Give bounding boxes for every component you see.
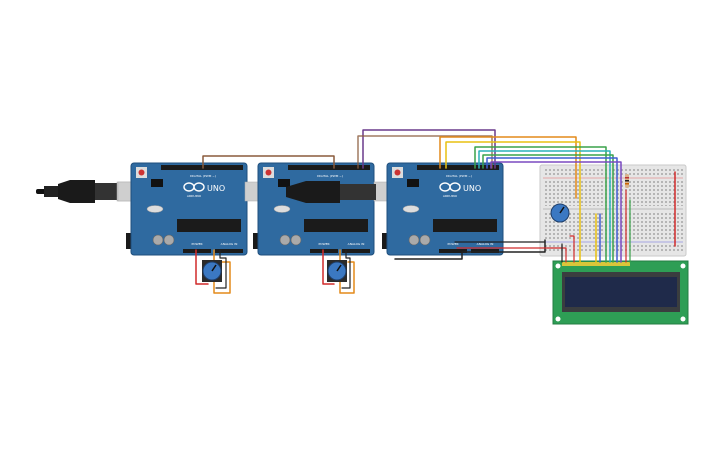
pot-indicator [336,264,342,272]
usb-plug [286,181,340,203]
wire-yellow-lcd [445,141,581,263]
wire-brown-b1-b2 [202,155,335,169]
capacitor [152,234,164,246]
crystal [146,205,164,213]
usb-cable-icon[interactable] [286,181,376,203]
digital-header [417,165,499,170]
reset-button-cap [138,169,145,176]
analog-header [342,249,370,253]
capacitor [290,234,302,246]
wire-green-lcd-2 [482,154,614,263]
capacitor [279,234,291,246]
wire-blue-lcd [486,157,618,263]
usb-cable [340,184,376,200]
crystal [402,205,420,213]
capacitor [408,234,420,246]
wire-red-5v [456,247,567,263]
capacitor [419,234,431,246]
power-header [310,249,338,253]
board-model: UNO [463,184,481,193]
analog-label: ANALOG IN [221,242,238,246]
wire-green-lcd-1 [474,146,607,263]
digital-label: DIGITAL (PWM ~) [190,174,216,178]
board-brand: ARDUINO [187,194,202,198]
wire-orange-lcd [439,136,577,199]
board-brand: ARDUINO [443,194,458,198]
capacitor [163,234,175,246]
pot-indicator [211,264,217,272]
digital-label: DIGITAL (PWM ~) [446,174,472,178]
crystal [273,205,291,213]
arduino-board[interactable]: DIGITAL (PWM ~) UNO ARDUINO POWER ANALOG IN [117,162,248,256]
lcd-display[interactable] [552,260,689,325]
wire-cyan-lcd [478,150,611,263]
analog-label: ANALOG IN [348,242,365,246]
usb-chip [278,179,290,187]
digital-header [161,165,243,170]
power-label: POWER [318,242,329,246]
usb-chip [407,179,419,187]
wire-brown-b2-b3 [357,135,493,169]
resistor-icon[interactable] [625,174,629,188]
wire-violet-lcd [490,161,622,263]
arduino-board[interactable]: DIGITAL (PWM ~) UNO ARDUINO POWER ANALOG IN [373,162,504,256]
analog-label: ANALOG IN [477,242,494,246]
potentiometer-icon[interactable] [202,260,222,282]
wire-purple-b2-b3 [362,129,496,169]
atmega-chip [177,219,241,232]
reset-button-cap [265,169,272,176]
potentiometer-icon[interactable] [327,260,347,282]
power-header [439,249,467,253]
analog-header [471,249,499,253]
potentiometer-icon[interactable] [550,203,570,223]
power-label: POWER [191,242,202,246]
infinity-logo-right-icon [449,182,461,192]
lcd-pins [562,262,630,266]
power-header [183,249,211,253]
power-label: POWER [447,242,458,246]
wire-pot2-black [341,249,351,289]
atmega-chip [304,219,368,232]
wire-pot1-red [195,249,209,285]
wire-pot1-black [215,249,227,289]
digital-label: DIGITAL (PWM ~) [317,174,343,178]
digital-header [288,165,370,170]
usb-chip [151,179,163,187]
pot-indicator [559,206,565,214]
infinity-logo-right-icon [193,182,205,192]
atmega-chip [433,219,497,232]
wire-pot2-red [322,249,335,285]
wire-red-lcd [569,235,575,263]
analog-header [215,249,243,253]
board-model: UNO [207,184,225,193]
reset-button-cap [394,169,401,176]
